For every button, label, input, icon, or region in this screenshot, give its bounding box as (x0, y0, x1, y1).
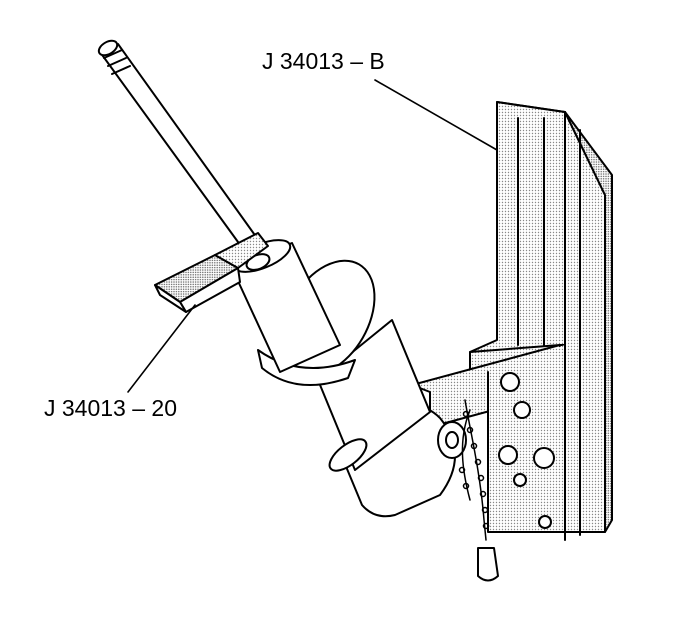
leader-line-20 (127, 304, 196, 393)
callout-j34013-b: J 34013 – B (262, 48, 385, 74)
strut-assembly (97, 39, 467, 518)
leader-line-b (374, 79, 498, 151)
callout-j34013-20: J 34013 – 20 (44, 395, 178, 421)
clamp-tool (154, 232, 269, 313)
retaining-chain (458, 399, 499, 582)
